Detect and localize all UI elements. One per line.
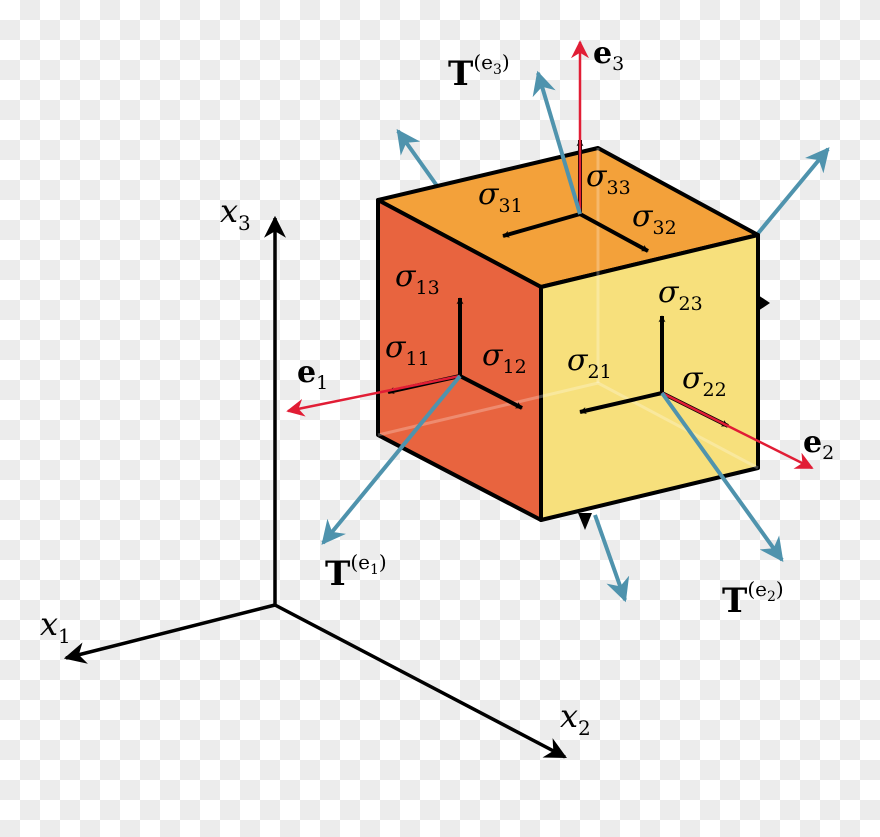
sigma-32-arrow [579,212,649,253]
sigma-12-arrow [459,374,523,410]
x2-axis-label: x2 [560,697,591,740]
traction-vectors [321,70,784,562]
back-arrowhead-bottom [578,513,592,530]
coordinate-axes [63,215,567,759]
sigma-11-label: σ11 [385,330,430,370]
back-arrowhead-right [758,295,770,311]
traction-e3-arrow [532,70,582,215]
x2-axis [274,603,567,759]
traction-e1-label: T(e1) [325,550,387,594]
e1-basis-arrow [286,374,461,417]
sigma-31-label: σ31 [478,177,523,217]
x3-axis-label: x3 [220,192,251,235]
x1-axis [63,603,276,664]
sigma-21-arrow [579,391,663,414]
hidden-edges [377,381,759,470]
e2-basis-arrow [661,391,814,470]
sigma-13-label: σ13 [395,259,440,299]
traction-back-bottom-arrow [593,514,630,603]
sigma-22-label: σ22 [682,361,727,401]
x1-axis-label: x1 [40,605,71,648]
stress-cube [376,146,770,530]
traction-e2-arrow [660,391,784,562]
traction-back-top-left-arrow [396,129,442,192]
traction-back-top-right-arrow [753,147,830,239]
sigma-32-label: σ32 [632,199,677,239]
sigma-33-label: σ33 [586,159,631,199]
traction-e1-arrow [321,374,462,545]
sigma-12-label: σ12 [482,338,527,378]
back-traction-arrows [396,129,830,603]
traction-e3-label: T(e3) [448,50,510,94]
sigma-21-label: σ21 [567,343,612,383]
e2-basis-label: e2 [803,425,834,464]
e3-basis-label: e3 [593,36,624,75]
e1-basis-label: e1 [297,355,328,394]
labels: x3 x1 x2 e1 e2 e3 T(e1) T(e2) T(e3) σ11 … [40,36,834,740]
basis-vectors [286,40,814,470]
sigma-31-arrow [502,212,581,238]
sigma-23-label: σ23 [658,275,703,315]
traction-e2-label: T(e2) [722,577,784,621]
